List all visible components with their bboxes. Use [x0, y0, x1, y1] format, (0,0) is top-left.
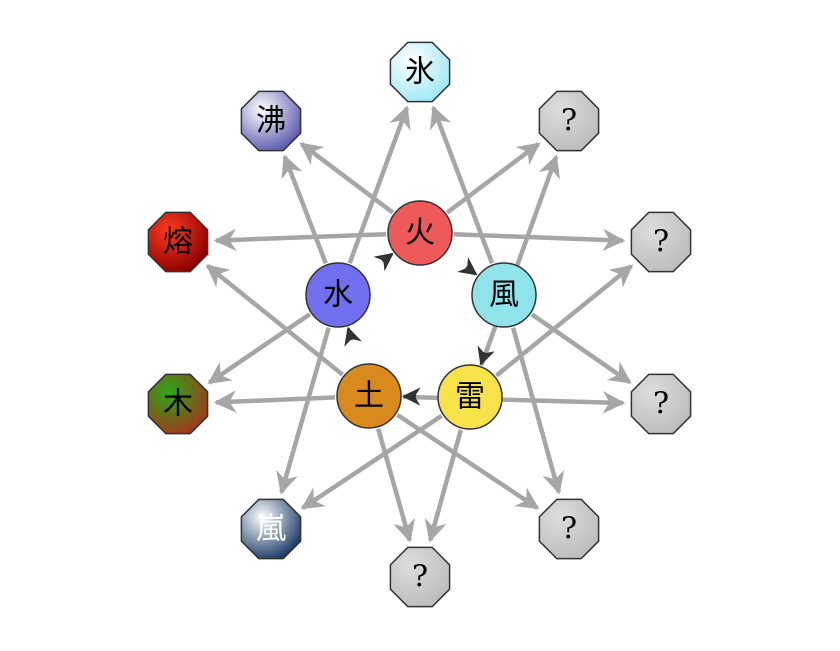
- combined-node-unknown-lightning-earth-a: ?: [389, 546, 451, 608]
- combined-node-octagon-unknown-wind-lightning: [630, 373, 692, 435]
- combined-node-label-boil: 沸: [256, 104, 286, 139]
- combined-node-octagon-boil: [240, 90, 302, 152]
- combined-node-label-lava: 熔: [163, 225, 193, 260]
- base-node-wind: 風: [471, 262, 537, 328]
- combined-node-octagon-storm: [240, 498, 302, 560]
- arrow-lightning-to-unknown-fire-wind: [479, 154, 560, 366]
- combined-node-lava: 熔: [147, 211, 209, 273]
- combined-node-octagon-ice: [389, 41, 451, 103]
- arrow-lightning-to-storm: [300, 413, 443, 510]
- combined-node-octagon-lava: [147, 211, 209, 273]
- base-node-label-wind: 風: [489, 278, 519, 313]
- arrow-earth-to-unknown-lightning-earth-a: [376, 428, 416, 543]
- base-node-fire: 火: [387, 200, 453, 266]
- base-node-circle-earth: [336, 363, 402, 429]
- arrow-water-to-storm: [276, 327, 331, 495]
- base-node-label-earth: 土: [354, 379, 384, 414]
- base-node-label-water: 水: [323, 278, 353, 313]
- combined-node-label-unknown-wind-earth: ?: [561, 512, 577, 547]
- arrow-water-to-boil: [281, 154, 328, 265]
- base-node-label-fire: 火: [405, 216, 435, 251]
- arrow-fire-to-unknown-fire-wind: [445, 142, 541, 215]
- combined-node-boil: 沸: [240, 90, 302, 152]
- arrow-fire-to-lava: [213, 228, 387, 252]
- base-node-label-lightning: 雷: [455, 380, 485, 415]
- combined-node-octagon-unknown-fire-lightning: [630, 211, 692, 273]
- arrow-fire-to-unknown-fire-lightning: [453, 228, 626, 252]
- cycle-arrowhead-wind-to-lightning: [477, 345, 495, 366]
- arrow-wind-to-unknown-wind-lightning: [530, 312, 632, 385]
- arrow-lightning-to-unknown-fire-lightning: [494, 264, 634, 378]
- combined-node-wood: 木: [147, 373, 209, 435]
- base-node-lightning: 雷: [437, 364, 503, 430]
- combined-node-unknown-fire-wind: ?: [538, 90, 600, 152]
- combined-node-unknown-fire-lightning: ?: [630, 211, 692, 273]
- combined-node-octagon-unknown-lightning-earth-a: [389, 546, 451, 608]
- base-node-circle-fire: [387, 200, 453, 266]
- base-node-circle-lightning: [437, 364, 503, 430]
- combined-node-label-ice: 氷: [405, 55, 435, 90]
- arrow-water-to-wood: [207, 312, 312, 385]
- combined-node-unknown-wind-lightning: ?: [630, 373, 692, 435]
- combined-node-label-unknown-lightning-earth-a: ?: [412, 560, 428, 595]
- arrow-earth-to-wood: [213, 390, 336, 413]
- cycle-arrowhead-fire-to-wind: [457, 257, 478, 276]
- combined-node-storm: 嵐: [240, 498, 302, 560]
- cycle-arrowhead-water-to-fire: [373, 252, 394, 272]
- combined-node-octagon-unknown-wind-earth: [538, 498, 600, 560]
- combined-node-label-storm: 嵐: [256, 512, 286, 547]
- cycle-arrowhead-earth-to-water: [344, 326, 362, 347]
- base-node-earth: 土: [336, 363, 402, 429]
- combination-arrows: [205, 105, 634, 543]
- combined-node-label-wood: 木: [163, 387, 193, 422]
- base-node-water: 水: [305, 262, 371, 328]
- combined-node-label-unknown-fire-wind: ?: [561, 104, 577, 139]
- combined-node-octagon-wood: [147, 373, 209, 435]
- base-node-circle-wind: [471, 262, 537, 328]
- combined-node-label-unknown-wind-lightning: ?: [653, 387, 669, 422]
- combined-node-octagon-unknown-fire-wind: [538, 90, 600, 152]
- base-cycle-arrows: [344, 252, 495, 406]
- arrow-earth-to-unknown-wind-lightning: [402, 391, 626, 414]
- combined-node-unknown-wind-earth: ?: [538, 498, 600, 560]
- arrow-wind-to-unknown-wind-earth: [510, 327, 565, 495]
- arrow-fire-to-boil: [299, 142, 395, 215]
- combined-node-ice: 氷: [389, 41, 451, 103]
- element-nodes: 火風雷 土 水 氷????? 嵐 木 熔 沸: [147, 41, 692, 608]
- arrow-lightning-to-unknown-lightning-earth-a: [424, 429, 464, 543]
- combined-node-label-unknown-fire-lightning: ?: [653, 225, 669, 260]
- arrow-earth-to-lava: [205, 264, 344, 377]
- base-node-circle-water: [305, 262, 371, 328]
